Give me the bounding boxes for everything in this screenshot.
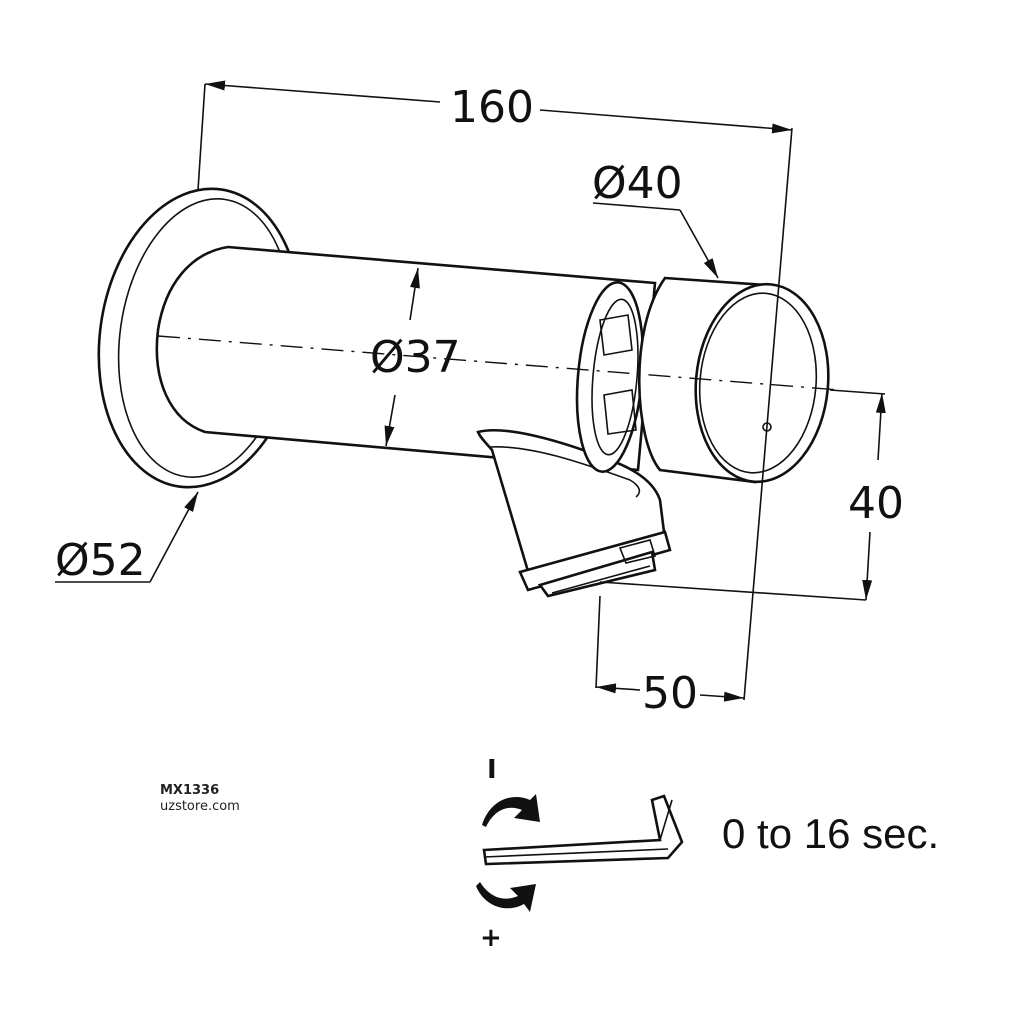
dimension-button-diameter: Ø40 <box>592 158 719 279</box>
minus-symbol: I <box>487 755 497 785</box>
hex-key-icon <box>482 794 684 866</box>
faucet-drawing <box>97 187 841 598</box>
rotate-counterclockwise-arrow-icon <box>476 882 536 912</box>
dimension-label-spout-offset: 50 <box>642 668 698 719</box>
dimension-flange-diameter: Ø52 <box>55 491 199 586</box>
dimension-label-button-diameter: Ø40 <box>592 158 683 209</box>
push-button <box>638 276 830 484</box>
dimension-total-length: 160 <box>197 80 793 701</box>
dimension-spout-drop: 40 <box>599 389 904 601</box>
plus-symbol: + <box>480 923 502 953</box>
dimension-label-flange-diameter: Ø52 <box>55 535 146 586</box>
site-name: uzstore.com <box>160 799 240 814</box>
faucet-body <box>155 245 657 472</box>
center-axis <box>157 335 841 391</box>
spout <box>476 428 672 598</box>
rotate-clockwise-arrow-icon <box>482 794 540 827</box>
dimension-body-diameter: Ø37 <box>370 267 461 447</box>
time-adjustment-legend: I + 0 to 16 sec. <box>476 755 939 953</box>
product-code: MX1336 <box>160 783 219 798</box>
dimension-spout-offset: 50 <box>595 595 745 719</box>
dimension-label-spout-drop: 40 <box>848 478 904 529</box>
time-range-label: 0 to 16 sec. <box>722 810 939 857</box>
dimension-label-total-length: 160 <box>450 82 534 133</box>
watermark: MX1336 uzstore.com <box>160 783 240 814</box>
dimension-label-body-diameter: Ø37 <box>370 332 461 383</box>
button-collar <box>575 281 645 473</box>
